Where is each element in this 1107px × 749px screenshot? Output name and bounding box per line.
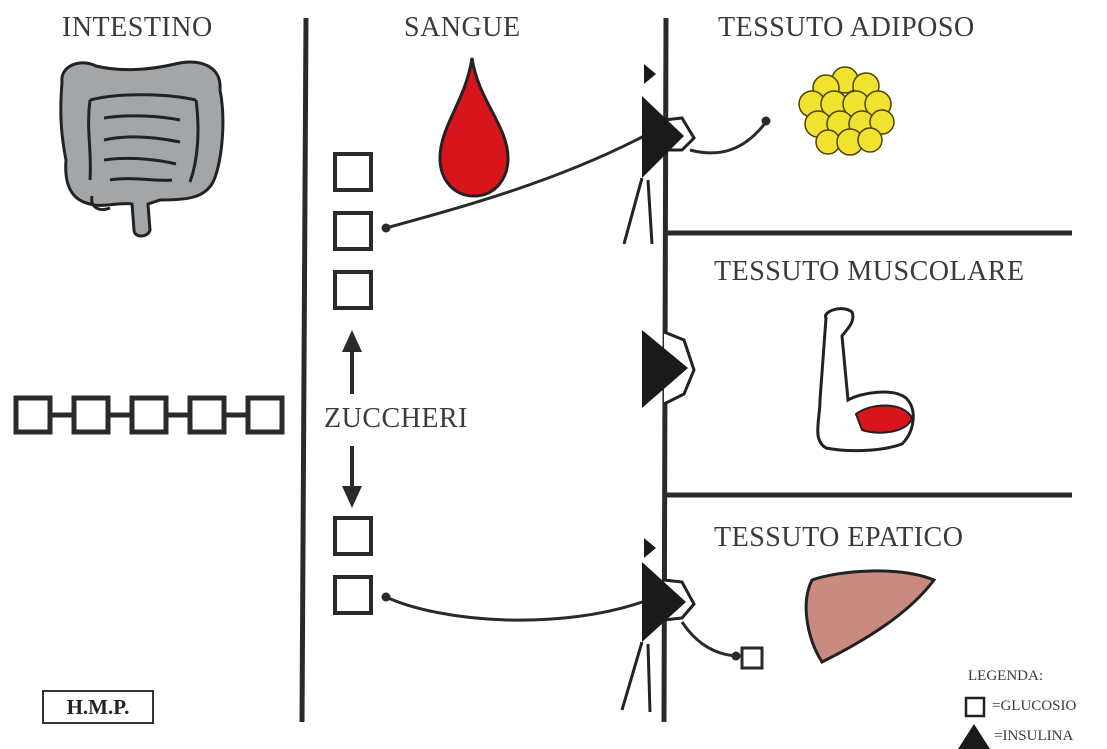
intestine-blood-divider [302,18,306,722]
blood-glucose-3 [335,272,371,308]
chain-glucose-5 [248,398,282,432]
legend-glucose-icon [966,698,984,716]
arrow-up-icon [342,330,362,394]
blood-label: SANGUE [404,12,521,44]
arm-muscle-icon [818,309,914,451]
insulin-receptor-adipose [624,64,694,244]
blood-drop-icon [440,58,508,196]
blood-glucose-2 [335,213,371,249]
chain-glucose-2 [74,398,108,432]
sugars-label: ZUCCHERI [324,403,468,435]
insulin-receptor-muscle [642,330,694,408]
legend-insulin-label: =INSULINA [994,728,1073,745]
blood-glucose-1 [335,154,371,190]
intestine-icon [61,62,223,236]
chain-glucose-4 [190,398,224,432]
glucose-path-hepatic [386,597,648,620]
blood-glucose-4 [335,518,371,554]
legend-insulin-icon [958,724,990,749]
muscle-label: TESSUTO MUSCOLARE [714,256,1025,288]
chain-glucose-3 [132,398,166,432]
liver-icon [806,571,934,662]
chain-glucose-1 [16,398,50,432]
hepatic-label: TESSUTO EPATICO [714,522,963,554]
hmp-badge: H.M.P. [42,690,154,724]
glucose-path-adipose [386,134,648,228]
arrow-down-icon [342,446,362,508]
blood-glucose-5 [335,577,371,613]
hepatic-glucose [742,648,762,668]
adipose-label: TESSUTO ADIPOSO [718,12,975,44]
legend-glucose-label: =GLUCOSIO [992,698,1076,715]
intestine-label: INTESTINO [62,12,213,44]
legend-title: LEGENDA: [968,668,1043,685]
fat-cells-icon [799,67,894,155]
polysaccharide-chain [16,398,282,432]
